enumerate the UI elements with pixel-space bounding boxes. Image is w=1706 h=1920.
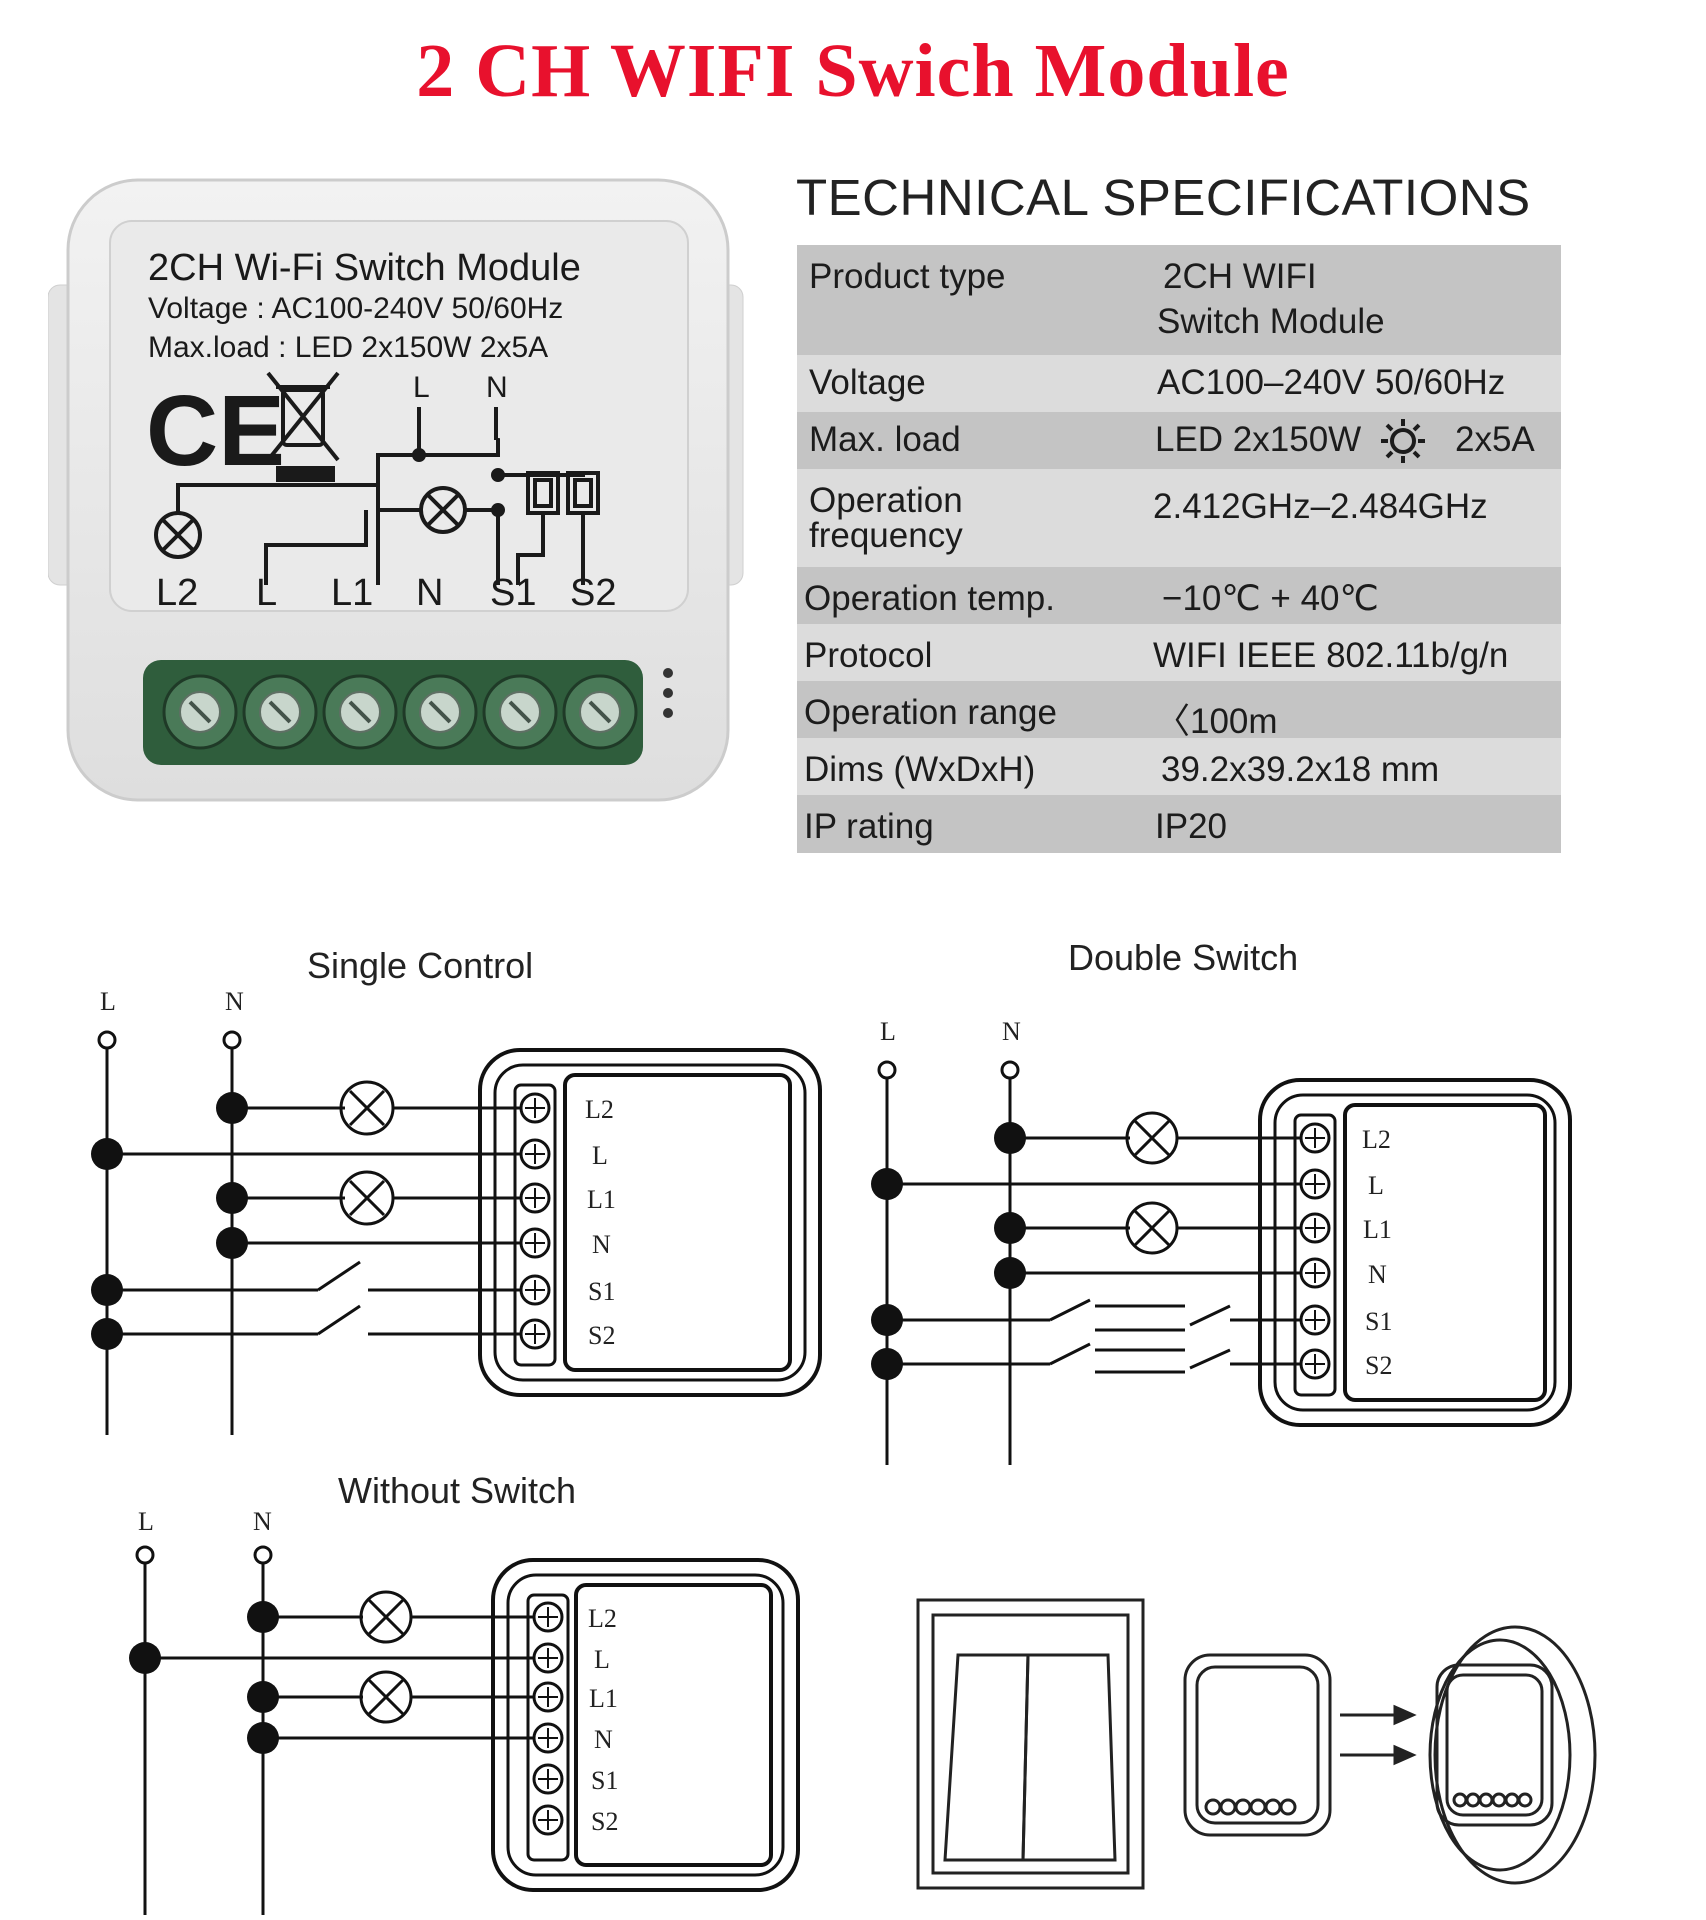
diagram-terminal-n: N bbox=[592, 1230, 611, 1259]
spec-table: Product type 2CH WIFI Switch Module Volt… bbox=[797, 245, 1561, 853]
terminal-l1: L1 bbox=[331, 572, 373, 614]
spec-label: Operation temp. bbox=[804, 579, 1055, 618]
diagram-terminal-s1: S1 bbox=[1365, 1307, 1392, 1336]
spec-row-product-type: Product type 2CH WIFI Switch Module bbox=[797, 245, 1561, 355]
spec-row-voltage: Voltage AC100–240V 50/60Hz bbox=[797, 355, 1561, 412]
spec-value: AC100–240V 50/60Hz bbox=[1157, 363, 1506, 402]
wiring-schematic bbox=[154, 407, 600, 585]
spec-value: 2CH WIFI bbox=[1163, 257, 1317, 296]
line-label-l: L bbox=[100, 987, 116, 1016]
terminal-n: N bbox=[416, 572, 443, 614]
spec-row-ip-rating: IP rating IP20 bbox=[797, 795, 1561, 853]
weee-bin-icon bbox=[266, 371, 340, 482]
diagram-terminal-s2: S2 bbox=[591, 1807, 618, 1836]
ce-mark: CE bbox=[146, 375, 285, 487]
terminal-l2: L2 bbox=[156, 572, 198, 614]
label-printed-text: 2CH Wi-Fi Switch Module Voltage : AC100-… bbox=[148, 247, 581, 364]
spec-value: 2.412GHz–2.484GHz bbox=[1153, 487, 1488, 526]
diagram-terminal-s1: S1 bbox=[588, 1277, 615, 1306]
module-label-maxload: Max.load : LED 2x150W 2x5A bbox=[148, 331, 548, 364]
single-control-diagram: L N bbox=[91, 987, 822, 1435]
installation-illustration bbox=[916, 1598, 1597, 1890]
spec-row-operation-range: Operation range 〈100m bbox=[797, 681, 1561, 741]
spec-label: Operation bbox=[809, 481, 963, 520]
top-terminal-l: L bbox=[413, 371, 430, 404]
terminal-s1: S1 bbox=[490, 572, 536, 614]
spec-value: LED 2x150W bbox=[1155, 420, 1362, 459]
diagram-terminal-s2: S2 bbox=[1365, 1351, 1392, 1380]
spec-value-line2: Switch Module bbox=[1157, 302, 1385, 341]
page-title: 2 CH WIFI Swich Module bbox=[416, 29, 1290, 113]
line-label-l: L bbox=[880, 1017, 896, 1046]
diagram-terminal-s2: S2 bbox=[588, 1321, 615, 1350]
bulb-sun-icon bbox=[1381, 419, 1425, 463]
terminal-block bbox=[143, 660, 673, 765]
single-control-title: Single Control bbox=[307, 945, 534, 986]
diagram-terminal-l2: L2 bbox=[585, 1095, 614, 1124]
without-switch-diagram: L N L2 L L1 N bbox=[129, 1507, 800, 1915]
spec-value: 39.2x39.2x18 mm bbox=[1161, 750, 1440, 789]
spec-heading: TECHNICAL SPECIFICATIONS bbox=[796, 169, 1531, 226]
diagram-terminal-l1: L1 bbox=[587, 1185, 616, 1214]
double-switch-title: Double Switch bbox=[1068, 937, 1299, 978]
spec-value: 〈100m bbox=[1155, 702, 1278, 741]
spec-value-2: 2x5A bbox=[1455, 420, 1535, 459]
terminal-l: L bbox=[256, 572, 277, 614]
spec-label: Protocol bbox=[804, 636, 933, 675]
line-label-n: N bbox=[253, 1507, 272, 1536]
diagram-terminal-l1: L1 bbox=[1363, 1215, 1392, 1244]
module-photo: 2CH Wi-Fi Switch Module Voltage : AC100-… bbox=[48, 178, 744, 802]
spec-row-dims: Dims (WxDxH) 39.2x39.2x18 mm bbox=[797, 738, 1561, 795]
spec-label: Max. load bbox=[809, 420, 961, 459]
diagram-terminal-n: N bbox=[594, 1725, 613, 1754]
spec-value: −10℃ + 40℃ bbox=[1162, 579, 1379, 618]
line-label-n: N bbox=[225, 987, 244, 1016]
spec-label: Product type bbox=[809, 257, 1006, 296]
double-switch-diagram: L N bbox=[871, 1017, 1572, 1465]
without-switch-title: Without Switch bbox=[338, 1470, 577, 1511]
terminal-s2: S2 bbox=[570, 572, 616, 614]
diagram-terminal-l2: L2 bbox=[588, 1604, 617, 1633]
diagram-terminal-l: L bbox=[592, 1141, 608, 1170]
top-terminal-n: N bbox=[486, 371, 508, 404]
line-label-l: L bbox=[138, 1507, 154, 1536]
spec-label: Voltage bbox=[809, 363, 926, 402]
diagram-terminal-s1: S1 bbox=[591, 1766, 618, 1795]
diagram-terminal-n: N bbox=[1368, 1260, 1387, 1289]
line-label-n: N bbox=[1002, 1017, 1021, 1046]
spec-row-operation-frequency: Operation frequency 2.412GHz–2.484GHz bbox=[797, 469, 1561, 567]
spec-row-operation-temp: Operation temp. −10℃ + 40℃ bbox=[797, 567, 1561, 624]
diagram-terminal-l1: L1 bbox=[589, 1684, 618, 1713]
diagram-terminal-l: L bbox=[1368, 1171, 1384, 1200]
spec-value: WIFI IEEE 802.11b/g/n bbox=[1153, 636, 1509, 675]
module-label-voltage: Voltage : AC100-240V 50/60Hz bbox=[148, 292, 563, 325]
spec-value: IP20 bbox=[1155, 807, 1227, 846]
diagram-terminal-l2: L2 bbox=[1362, 1125, 1391, 1154]
spec-label: IP rating bbox=[804, 807, 934, 846]
spec-label-line2: frequency bbox=[809, 516, 963, 555]
spec-row-max-load: Max. load LED 2x150W 2x5A bbox=[797, 412, 1561, 469]
module-label-title: 2CH Wi-Fi Switch Module bbox=[148, 247, 581, 289]
diagram-terminal-l: L bbox=[594, 1645, 610, 1674]
spec-row-protocol: Protocol WIFI IEEE 802.11b/g/n bbox=[797, 624, 1561, 681]
spec-label: Operation range bbox=[804, 693, 1057, 732]
spec-label: Dims (WxDxH) bbox=[804, 750, 1036, 789]
